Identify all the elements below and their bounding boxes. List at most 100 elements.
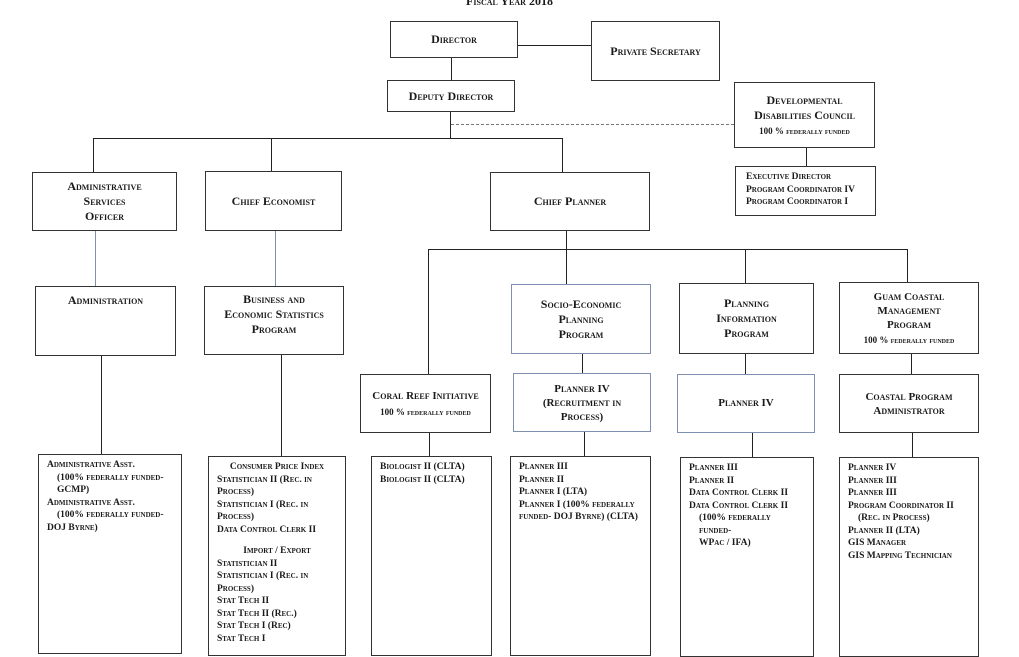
list-item: Process) [217,583,254,594]
connector [275,231,276,286]
list-item: Administrative Asst. [47,460,135,470]
socio-line3: Program [558,326,604,341]
list-item: Planner I (100% federally [519,499,635,510]
connector [281,355,282,456]
administration-staff-list[interactable]: Administrative Asst. (100% federally fun… [38,454,182,654]
business-econ-box[interactable]: Business and Economic Statistics Program [204,286,344,355]
ddc-staff-item: Program Coordinator I [746,197,849,207]
list-item: Planner I (LTA) [519,487,588,497]
list-item: Planner III [689,463,738,473]
list-item: Biologist II (CLTA) [380,462,465,472]
dashed-connector [451,124,734,125]
list-item: Stat Tech I [217,633,266,644]
guam-coastal-line2: Management [877,305,941,317]
ddc-title-line2: Disabilities Council [754,108,855,122]
list-item: Planner IV [848,463,897,473]
coral-reef-staff-list[interactable]: Biologist II (CLTA) Biologist II (CLTA) [371,456,492,656]
list-item: Planner III [519,462,568,472]
list-spacer [217,536,337,545]
planning-info-staff-list[interactable]: Planner III Planner II Data Control Cler… [680,457,814,657]
socio-economic-box[interactable]: Socio-Economic Planning Program [511,284,651,354]
planning-info-lead-box[interactable]: Planner IV [677,374,815,433]
aso-line2: Services [83,194,126,208]
ddc-staff-item: Executive Director [746,172,832,182]
socio-lead-box[interactable]: Planner IV (Recruitment in Process) [513,373,651,432]
connector [450,112,451,138]
guam-coastal-staff-list[interactable]: Planner IV Planner III Planner III Progr… [839,457,979,657]
ddc-title-line1: Developmental [766,93,843,107]
connector [271,138,272,171]
connector [562,138,563,172]
director-box[interactable]: Director [390,21,518,58]
private-secretary-label: Private Secretary [610,43,701,58]
planning-info-line3: Program [724,326,769,340]
list-item: Stat Tech I (Rec) [217,621,291,631]
coastal-admin-line2: Administrator [873,404,945,417]
list-item: (Rec. in Process) [858,513,930,523]
list-item: (100% federally funded- [57,510,164,520]
list-item: (100% federally funded- [57,472,164,483]
list-item: Stat Tech II (Rec.) [217,608,297,619]
private-secretary-box[interactable]: Private Secretary [591,21,720,81]
ddc-note: 100 % federally funded [759,126,850,136]
business-econ-staff-list[interactable]: Consumer Price Index Statistician II (Re… [208,456,346,656]
connector [745,354,746,374]
connector [912,433,913,457]
list-item: Statistician II (Rec. in [217,474,312,485]
planning-info-box[interactable]: Planning Information Program [679,283,814,354]
ddc-staff-box[interactable]: Executive Director Program Coordinator I… [735,166,876,216]
list-item: Data Control Clerk II [689,488,789,498]
list-item: Statistician I (Rec. in [217,571,309,581]
list-item: GIS Mapping Technician [848,550,952,561]
administration-box[interactable]: Administration [35,286,176,356]
list-item: (100% federally funded- [699,513,771,536]
aso-line1: Administrative [67,179,142,193]
list-item: Stat Tech II [217,596,270,606]
list-item: Planner II [519,474,565,485]
coastal-admin-line1: Coastal Program [865,390,953,403]
coral-reef-note: 100 % federally funded [380,407,471,417]
deputy-director-box[interactable]: Deputy Director [387,80,515,112]
connector [101,356,102,454]
chief-planner-label: Chief Planner [533,194,607,208]
list-item: Data Control Clerk II [689,500,789,511]
list-item: Statistician II [217,558,278,569]
ddc-box[interactable]: Developmental Disabilities Council 100 %… [734,82,875,148]
guam-coastal-line3: Program [886,319,932,331]
list-item: Planner III [848,488,897,498]
coral-reef-box[interactable]: Coral Reef Initiative 100 % federally fu… [360,374,491,433]
connector [582,354,583,373]
connector [745,249,746,283]
list-item: Planner III [848,475,897,486]
socio-line1: Socio-Economic [540,296,622,311]
business-econ-line3: Program [251,322,297,336]
list-item: Planner II (LTA) [848,525,920,536]
admin-services-officer-box[interactable]: Administrative Services Officer [32,172,177,231]
connector [429,433,430,456]
coastal-admin-box[interactable]: Coastal Program Administrator [839,374,979,433]
guam-coastal-box[interactable]: Guam Coastal Management Program 100 % fe… [839,282,979,354]
socio-lead-line2: (Recruitment in [542,396,622,409]
chief-planner-box[interactable]: Chief Planner [490,172,650,231]
list-item: GCMP) [57,485,90,495]
connector [907,249,908,282]
list-item: Process) [217,487,254,497]
list-item: funded- DOJ Byrne) (CLTA) [519,512,638,522]
connector [566,231,567,284]
connector [93,138,94,172]
connector [752,433,753,457]
socio-staff-list[interactable]: Planner III Planner II Planner I (LTA) P… [510,456,651,656]
connector [428,249,908,250]
list-heading: Import / Export [243,546,311,556]
list-item: WPac / IFA) [699,538,751,548]
list-item: Data Control Clerk II [217,524,317,535]
list-heading: Consumer Price Index [229,462,325,472]
connector [806,148,807,166]
business-econ-line2: Economic Statistics [224,307,324,321]
coral-reef-label: Coral Reef Initiative [372,390,479,402]
list-item: Process) [217,512,254,522]
list-item: Planner II [689,475,735,486]
chief-economist-box[interactable]: Chief Economist [205,171,342,231]
director-label: Director [431,32,477,46]
planning-info-line2: Information [716,311,777,325]
